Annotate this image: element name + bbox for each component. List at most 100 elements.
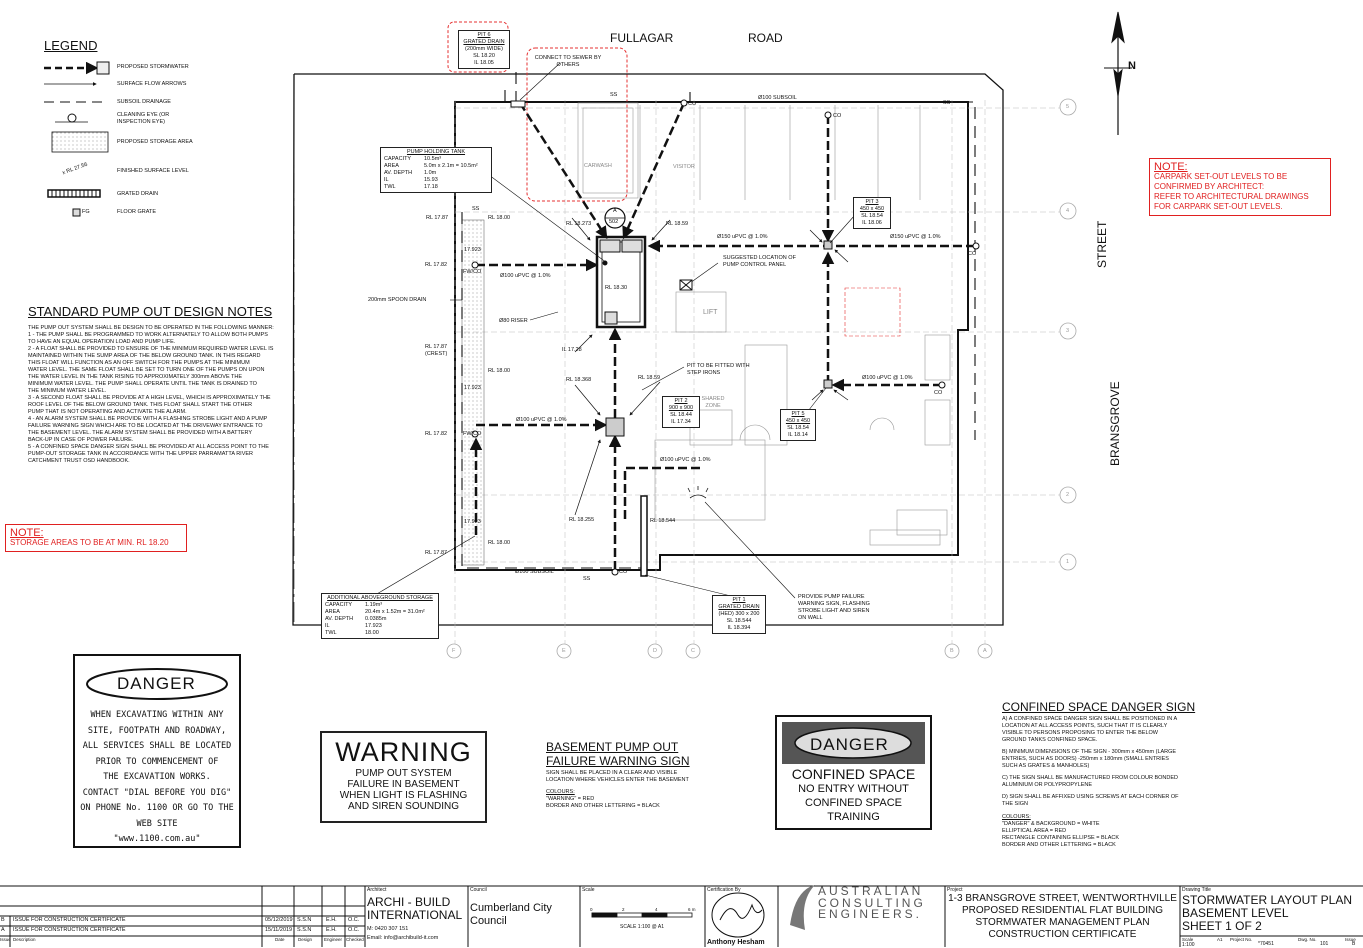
storage-note: NOTE: STORAGE AREAS TO BE AT MIN. RL 18.… — [5, 524, 187, 552]
rev-issue: B — [1, 917, 5, 923]
confined-note-line: LOCATION AT ALL ACCESS POINTS, SUCH THAT… — [1002, 723, 1168, 729]
project-line: STORMWATER MANAGEMENT PLAN — [975, 917, 1150, 928]
grid-label: 3 — [1066, 328, 1070, 334]
confined-sign-title: DANGER — [810, 735, 889, 754]
stormwater-pipes — [469, 102, 975, 570]
rl-label: RL 17.82 — [425, 431, 448, 437]
legend-fg: FG — [82, 209, 90, 215]
confined-colour-line: RECTANGLE CONTAINING ELLIPSE = BLACK — [1002, 835, 1120, 841]
riser-label: Ø80 RISER — [499, 318, 528, 324]
carwash-label: CARWASH — [584, 163, 612, 169]
pipe-label: Ø100 uPVC @ 1.0% — [500, 273, 551, 279]
fw-co-label: FW/CO — [463, 269, 482, 275]
confined-note-line: VISIBLE TO PERSONS PROPOSING TO ENTER TH… — [1002, 730, 1158, 736]
pit-line: IL 18.14 — [788, 432, 808, 438]
pit-line: SL 18.54 — [787, 425, 809, 431]
pit-line: PIT 2 — [674, 398, 688, 404]
carpark-note-line: CARPARK SET-OUT LEVELS TO BE — [1154, 172, 1288, 181]
pump-note-line: MINIMUM WATER LEVEL. THE PUMP SHALL OPER… — [28, 381, 257, 387]
basement-sign-colours-title: COLOURS: — [546, 789, 575, 795]
rev-header: Design — [298, 937, 313, 942]
warning-sign: WARNING PUMP OUT SYSTEM FAILURE IN BASEM… — [320, 731, 487, 823]
confined-notes-title: CONFINED SPACE DANGER SIGN — [1002, 700, 1196, 714]
step-irons-label: PIT TO BE FITTED WITH STEP IRONS — [687, 363, 750, 376]
co-label: CO — [968, 251, 977, 257]
legend-item-cleaning-eye: CLEANING EYE (OR INSPECTION EYE) — [117, 112, 170, 125]
pump-tank-row-value: 10.5m³ — [424, 156, 442, 162]
pipe-label: Ø150 uPVC @ 1.0% — [890, 234, 941, 240]
confined-line: CONFINED SPACE — [791, 766, 916, 782]
danger-sign-line: THE EXCAVATION WORKS. — [103, 772, 211, 782]
architectural-gridlines — [454, 100, 1065, 650]
project-no-label: Project No. — [1230, 937, 1253, 942]
control-panel-label: SUGGESTED LOCATION OF PUMP CONTROL PANEL — [723, 255, 796, 268]
pit-line: SL 18.20 — [473, 53, 495, 59]
legend-item-floor-grate: FLOOR GRATE — [117, 209, 157, 215]
pit-line: GRATED DRAIN — [463, 39, 505, 45]
ss-label: SS — [583, 576, 591, 582]
carpark-note-line: FOR CARPARK SET-OUT LEVELS. — [1154, 202, 1283, 211]
rl-label: 17.923 — [464, 385, 481, 391]
pit-line: IL 18.05 — [474, 60, 494, 66]
confined-colour-line: ELLIPTICAL AREA = RED — [1002, 828, 1067, 834]
rl-label: RL 18.255 — [569, 517, 595, 523]
confined-note-line: ENTRIES, SUCH AS DOORS) -250mm x 180mm (… — [1002, 756, 1169, 762]
legend-symbols — [44, 61, 110, 217]
confined-line: CONFINED SPACE — [805, 797, 902, 809]
confined-note-line: THE SIGN — [1002, 801, 1028, 807]
north-label: N — [1128, 60, 1136, 72]
pit-line: (HED) 300 x 200 — [718, 611, 760, 617]
rev-design: S.S.N — [297, 917, 312, 923]
rl-label: RL 18.30 — [605, 285, 628, 291]
rl-label: RL 18.368 — [566, 377, 592, 383]
basement-sign-title: BASEMENT PUMP OUT FAILURE WARNING SIGN — [546, 740, 690, 768]
road-label-street: STREET — [1095, 220, 1109, 268]
cert-label: Certification By — [707, 887, 741, 893]
pump-tank-row-key: TWL — [384, 184, 396, 190]
pit-line: IL 18.06 — [862, 220, 882, 226]
storage-row-key: AREA — [325, 609, 340, 615]
pump-note-line: THE WATER LEVEL IN THE TANK RISING TO AP… — [28, 374, 243, 380]
warning-sign-label: PROVIDE PUMP FAILURE WARNING SIGN, FLASH… — [798, 594, 870, 621]
carpark-note-title: NOTE: — [1154, 161, 1188, 173]
ss-label: SS — [610, 92, 618, 98]
co-label: CO — [619, 569, 628, 575]
dwg-no: 101 — [1320, 941, 1329, 947]
pit-markers — [510, 100, 833, 577]
pump-notes-title: STANDARD PUMP OUT DESIGN NOTES — [28, 304, 273, 319]
drawing-title-line: BASEMENT LEVEL — [1182, 906, 1289, 920]
architect-label: Architect — [367, 887, 387, 893]
legend-title: LEGEND — [44, 38, 98, 53]
section-marker-icon — [604, 207, 626, 229]
rl-label: RL 18.00 — [488, 215, 511, 221]
carpark-note: NOTE: CARPARK SET-OUT LEVELS TO BE CONFI… — [1149, 158, 1331, 216]
pit-line: 450 x 450 — [785, 418, 811, 424]
firm-name: AUSTRALIAN CONSULTING ENGINEERS. — [818, 885, 926, 921]
rl-label: RL 17.87 — [426, 215, 449, 221]
scale-label: Scale — [582, 887, 595, 893]
rl-label: RL 17.87 (CREST) — [425, 344, 448, 357]
storage-row-key: AV. DEPTH — [325, 616, 354, 622]
grid-label: 1 — [1066, 559, 1070, 565]
architect-email: Email: info@archibuild-it.com — [367, 935, 439, 941]
pit-line: IL 17.34 — [671, 419, 691, 425]
warning-line: PUMP OUT SYSTEM — [355, 768, 452, 779]
warning-line: FAILURE IN BASEMENT — [347, 779, 460, 790]
scale-tick: 0 — [590, 907, 593, 912]
rev-header: Issue — [0, 937, 11, 942]
confined-note-line: ALUMINIUM OR POLYPROPYLENE — [1002, 782, 1093, 788]
project-line: CONSTRUCTION CERTIFICATE — [988, 929, 1137, 940]
pump-note-line: 2 - A FLOAT SHALL BE PROVIDED TO ENSURE … — [28, 346, 274, 352]
basement-sign-title-1: BASEMENT PUMP OUT — [546, 740, 679, 754]
pit-line: PIT 1 — [732, 597, 746, 603]
pump-tank-row-value: 15.93 — [424, 177, 438, 183]
pump-tank-row-key: CAPACITY — [384, 156, 412, 162]
project-block: 1-3 BRANSGROVE STREET, WENTWORTHVILLE PR… — [945, 893, 1180, 941]
grid-label: E — [562, 648, 566, 654]
connect-sewer-label: CONNECT TO SEWER BY OTHERS — [534, 55, 602, 68]
co-label: CO — [688, 101, 697, 107]
